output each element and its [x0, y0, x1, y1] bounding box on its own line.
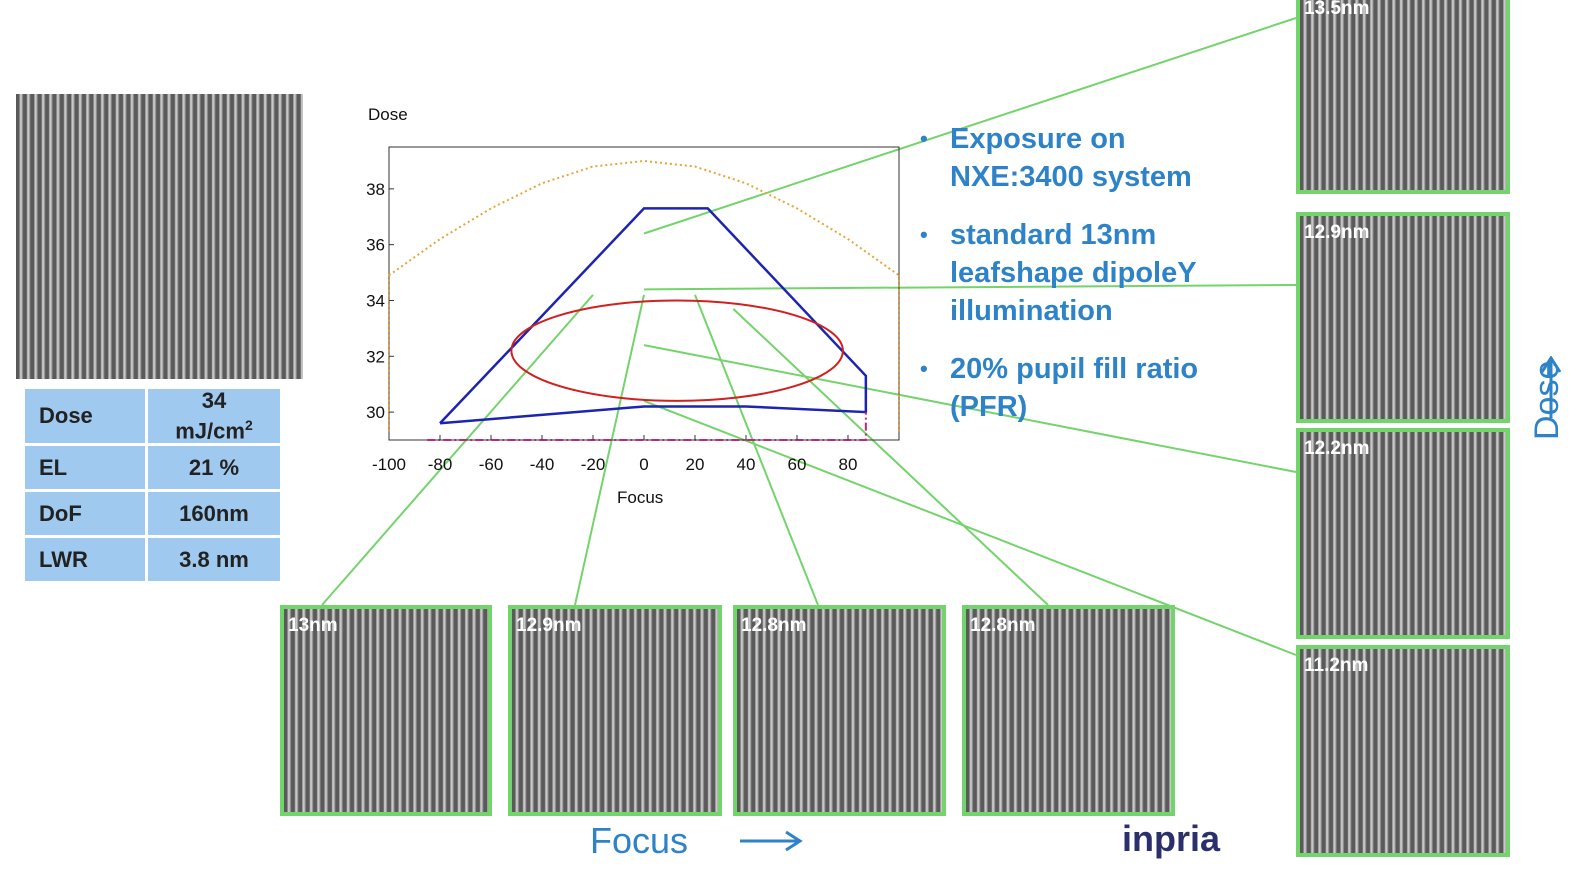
connector-line — [643, 284, 1297, 291]
chart-series-group — [388, 159, 900, 441]
x-tick-label: 80 — [839, 455, 858, 474]
chart-series-ellipse — [510, 299, 844, 402]
connector-line — [694, 294, 819, 606]
param-key: Dose — [25, 389, 145, 444]
x-tick-label: -100 — [372, 455, 406, 474]
y-tick-label: 32 — [366, 347, 385, 366]
param-value-number: 34 — [201, 388, 227, 413]
sem-image-dose-3: 12.2nm — [1296, 428, 1510, 639]
bullet-item: • Exposure on NXE:3400 system — [920, 120, 1260, 196]
x-tick-label: -80 — [428, 455, 453, 474]
connector-line — [643, 344, 1297, 473]
inpria-logo: inpria — [1122, 818, 1221, 859]
cd-label: 12.9nm — [516, 615, 582, 636]
x-tick-label: 40 — [737, 455, 756, 474]
param-value: 3.8 nm — [148, 538, 280, 582]
chart-ticks-group: -100 -80 -60 -40 -20 0 20 40 60 80 30 32 34 36 38 — [366, 180, 857, 474]
arrow-right-icon — [740, 830, 803, 852]
param-value-sup: 2 — [244, 417, 253, 433]
bullet-item: • 20% pupil fill ratio (PFR) — [920, 350, 1260, 426]
bullet-list: • Exposure on NXE:3400 system • standard 1… — [920, 120, 1260, 446]
table-row: EL 21 % — [25, 446, 280, 490]
connector-line — [643, 400, 1297, 656]
param-value: 160nm — [148, 492, 280, 536]
param-key: LWR — [25, 538, 145, 582]
bullet-text: standard 13nm leafshape dipoleY illumina… — [950, 219, 1197, 327]
y-tick-label: 30 — [366, 403, 385, 422]
sem-image-dose-4: 11.2nm — [1296, 645, 1510, 857]
cd-label: 12.9nm — [1304, 222, 1370, 243]
cd-label: 11.2nm — [1304, 655, 1369, 676]
bullet-text: Exposure on NXE:3400 system — [950, 123, 1192, 193]
chart-ylabel: Dose — [368, 105, 408, 124]
arrow-up-icon — [1540, 356, 1562, 418]
chart-xlabel: Focus — [617, 488, 663, 507]
bullet-item: • standard 13nm leafshape dipoleY illumin… — [920, 216, 1260, 330]
cd-label: 12.2nm — [1304, 438, 1370, 459]
connector-line — [574, 294, 645, 606]
table-row: LWR 3.8 nm — [25, 538, 280, 582]
x-tick-label: -60 — [479, 455, 504, 474]
y-tick-label: 34 — [366, 291, 385, 310]
cd-label: 13.5nm — [1304, 0, 1370, 19]
parameter-table: Dose 34 mJ/cm2 EL 21 % DoF 160nm LWR 3.8… — [22, 386, 283, 584]
sem-image-dose-1: 13.5nm — [1296, 0, 1510, 194]
y-tick-label: 36 — [366, 236, 385, 255]
sem-image-focus-3: 12.8nm — [733, 605, 946, 816]
x-tick-label: 60 — [788, 455, 807, 474]
cd-label: 13nm — [288, 615, 338, 636]
chart-series-line-1 — [388, 159, 900, 277]
table-row: DoF 160nm — [25, 492, 280, 536]
param-key: DoF — [25, 492, 145, 536]
bullet-text: 20% pupil fill ratio (PFR) — [950, 353, 1199, 423]
bullet-dot-icon: • — [920, 356, 928, 381]
connector-line — [321, 294, 594, 606]
bullet-dot-icon: • — [920, 126, 928, 151]
sem-image-focus-4: 12.8nm — [962, 605, 1175, 816]
param-value: 21 % — [148, 446, 280, 490]
y-tick-label: 38 — [366, 180, 385, 199]
cd-label: 12.8nm — [741, 615, 807, 636]
param-value: 34 mJ/cm2 — [148, 388, 280, 444]
chart-series-line-2 — [427, 412, 867, 441]
connector-line — [732, 308, 1049, 606]
focus-axis-label: Focus — [590, 820, 689, 861]
dose-axis-label: Dose — [1528, 360, 1566, 440]
x-tick-label: 0 — [639, 455, 648, 474]
param-key: EL — [25, 446, 145, 490]
chart-series-line-0 — [439, 207, 868, 425]
x-tick-label: -40 — [530, 455, 555, 474]
sem-image-dose-2: 12.9nm — [1296, 212, 1510, 423]
param-value-unit: mJ/cm — [175, 418, 245, 444]
x-tick-label: -20 — [581, 455, 606, 474]
connector-line — [643, 17, 1297, 235]
connector-lines — [321, 17, 1297, 656]
sem-image-focus-1: 13nm — [280, 605, 492, 816]
sem-image-focus-2: 12.9nm — [508, 605, 722, 816]
table-row: Dose 34 mJ/cm2 — [25, 388, 280, 444]
cd-label: 12.8nm — [970, 615, 1036, 636]
bullet-dot-icon: • — [920, 222, 928, 247]
sem-image-nominal — [16, 94, 303, 379]
x-tick-label: 20 — [686, 455, 705, 474]
